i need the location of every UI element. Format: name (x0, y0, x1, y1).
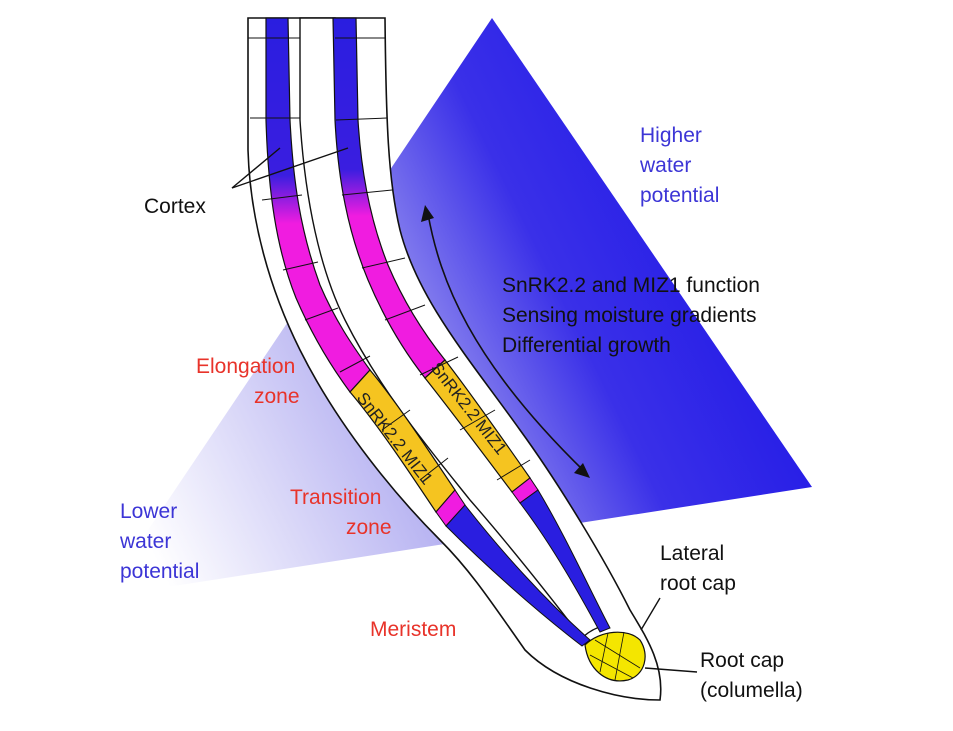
growth-arrow (421, 205, 590, 478)
meristem-file-right (519, 489, 611, 633)
function-line-3: Differential growth (502, 334, 671, 357)
lower-water-line-3: potential (120, 560, 199, 583)
water-potential-gradient (103, 18, 812, 597)
cortex-label: Cortex (144, 195, 206, 218)
higher-water-line-1: Higher (640, 124, 702, 147)
elongation-zone-line-2: zone (254, 385, 300, 408)
lower-water-line-2: water (119, 530, 171, 553)
columella (584, 631, 646, 682)
transition-zone-line-2: zone (346, 516, 392, 539)
columella-cell-lines (589, 631, 641, 681)
lateral-root-cap-pointer (640, 597, 661, 631)
root-cap-line-2: (columella) (700, 679, 803, 702)
lateral-root-cap-line-2: root cap (660, 572, 736, 595)
lateral-root-cap-line-1: Lateral (660, 542, 724, 565)
cell-walls (248, 37, 531, 481)
function-line-2: Sensing moisture gradients (502, 304, 756, 327)
function-line-1: SnRK2.2 and MIZ1 function (502, 274, 760, 297)
meristem-label: Meristem (370, 618, 456, 641)
transition-zone-line-1: Transition (290, 486, 381, 509)
higher-water-line-2: water (639, 154, 691, 177)
columella-pointer (644, 667, 698, 673)
elongation-zone-line-1: Elongation (196, 355, 295, 378)
higher-water-line-3: potential (640, 184, 719, 207)
cortex-pointers (231, 147, 349, 189)
root-cap-line-1: Root cap (700, 649, 784, 672)
lower-water-line-1: Lower (120, 500, 177, 523)
